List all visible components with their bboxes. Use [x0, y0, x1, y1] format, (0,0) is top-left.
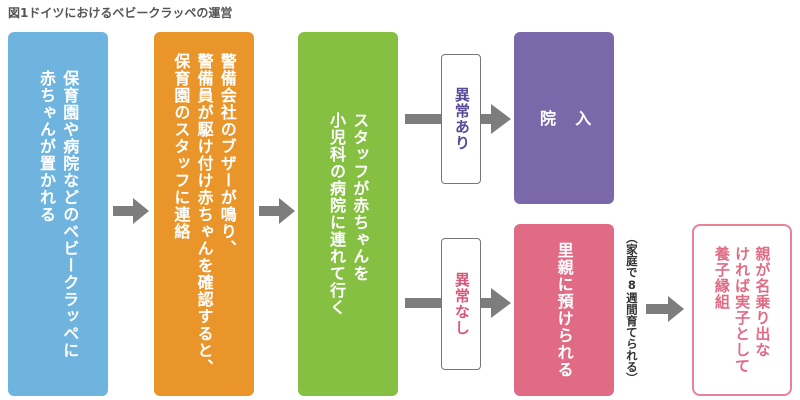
hospitalization-box: 入 院 [514, 32, 614, 204]
step-baby-placed-box: 保育園や病院などのベビークラッペに 赤ちゃんが置かれる [8, 32, 108, 396]
normal-label: 異常なし [441, 238, 481, 370]
right-arrow-icon [113, 198, 149, 224]
foster-care-text: 里親に預けられる [554, 242, 574, 378]
step-baby-placed-text: 保育園や病院などのベビークラッペに 赤ちゃんが置かれる [37, 69, 80, 359]
step-pediatric-visit-text: スタッフが赤ちゃんを 小児科の病院に連れて行く [327, 112, 370, 316]
step-security-alert-text: 警備会社のブザーが鳴り、 警備員が駆け付け赤ちゃんを確認すると、 保育園のスタッ… [171, 52, 237, 376]
right-arrow-icon [646, 296, 684, 322]
step-security-alert-box: 警備会社のブザーが鳴り、 警備員が駆け付け赤ちゃんを確認すると、 保育園のスタッ… [154, 32, 254, 396]
abnormal-label-text: 異常あり [452, 87, 471, 151]
foster-duration-note-text: （家庭で8週間育てられる） [624, 232, 639, 384]
foster-care-box: 里親に預けられる [514, 224, 614, 396]
abnormal-label: 異常あり [441, 54, 481, 184]
step-pediatric-visit-box: スタッフが赤ちゃんを 小児科の病院に連れて行く [298, 32, 398, 396]
figure-title: 図1ドイツにおけるベビークラッペの運営 [8, 6, 233, 20]
right-arrow-icon [259, 198, 295, 224]
foster-duration-note: （家庭で8週間育てられる） [618, 232, 644, 394]
adoption-box: 親が名乗り出な ければ実子として 養子縁組 [692, 224, 792, 396]
normal-label-text: 異常なし [452, 272, 471, 336]
adoption-text: 親が名乗り出な ければ実子として 養子縁組 [712, 246, 772, 374]
hospitalization-text: 入 院 [537, 109, 592, 127]
